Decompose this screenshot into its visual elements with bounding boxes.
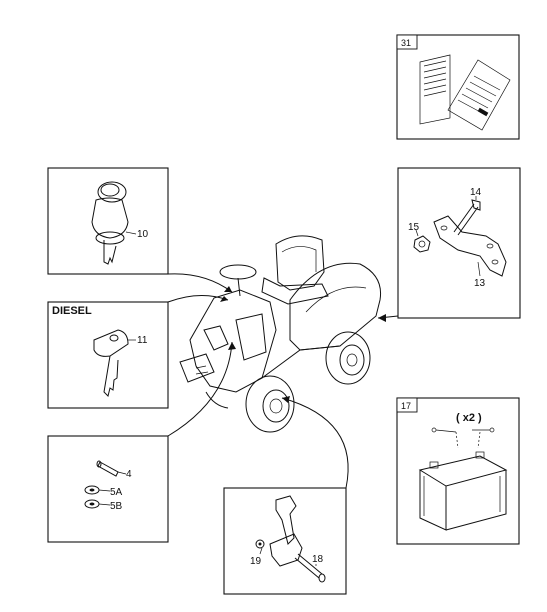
panel-bracket: 14 15 13: [397, 167, 521, 319]
ref-5a: 5A: [110, 487, 123, 498]
ref-19: 19: [250, 556, 262, 567]
pedal-icon: [255, 495, 326, 583]
diesel-title: DIESEL: [52, 305, 92, 317]
panel-pedal: 19 18: [223, 487, 347, 595]
panel-diesel-key: DIESEL 11: [47, 301, 169, 409]
diesel-key-icon: [93, 329, 136, 397]
panel-manual: 31: [396, 34, 520, 140]
manual-booklet-icon: [419, 54, 511, 131]
bracket-icon: [433, 215, 507, 277]
ref-17: 17: [401, 401, 411, 411]
lawn-tractor-illustration: [179, 235, 382, 433]
ignition-key-icon: [91, 181, 137, 265]
panel-ignition-key: 10: [47, 167, 169, 275]
ref-4: 4: [126, 469, 132, 480]
washer-icon: [84, 485, 111, 509]
pin-icon: [96, 460, 127, 477]
ref-18: 18: [312, 554, 324, 565]
battery-icon: [418, 427, 508, 531]
ref-15: 15: [408, 222, 420, 233]
ref-14: 14: [470, 187, 482, 198]
ref-13: 13: [474, 278, 486, 289]
leader-lines: [167, 273, 399, 489]
ref-10: 10: [137, 229, 149, 240]
ref-31: 31: [401, 38, 411, 48]
ref-5b: 5B: [110, 501, 123, 512]
nut-icon: [413, 229, 431, 253]
panel-pins: 4 5A 5B: [47, 435, 169, 543]
ref-11: 11: [137, 335, 148, 346]
qty-x2: ( x2 ): [456, 412, 482, 424]
panel-battery: 17 ( x2 ): [396, 397, 520, 545]
